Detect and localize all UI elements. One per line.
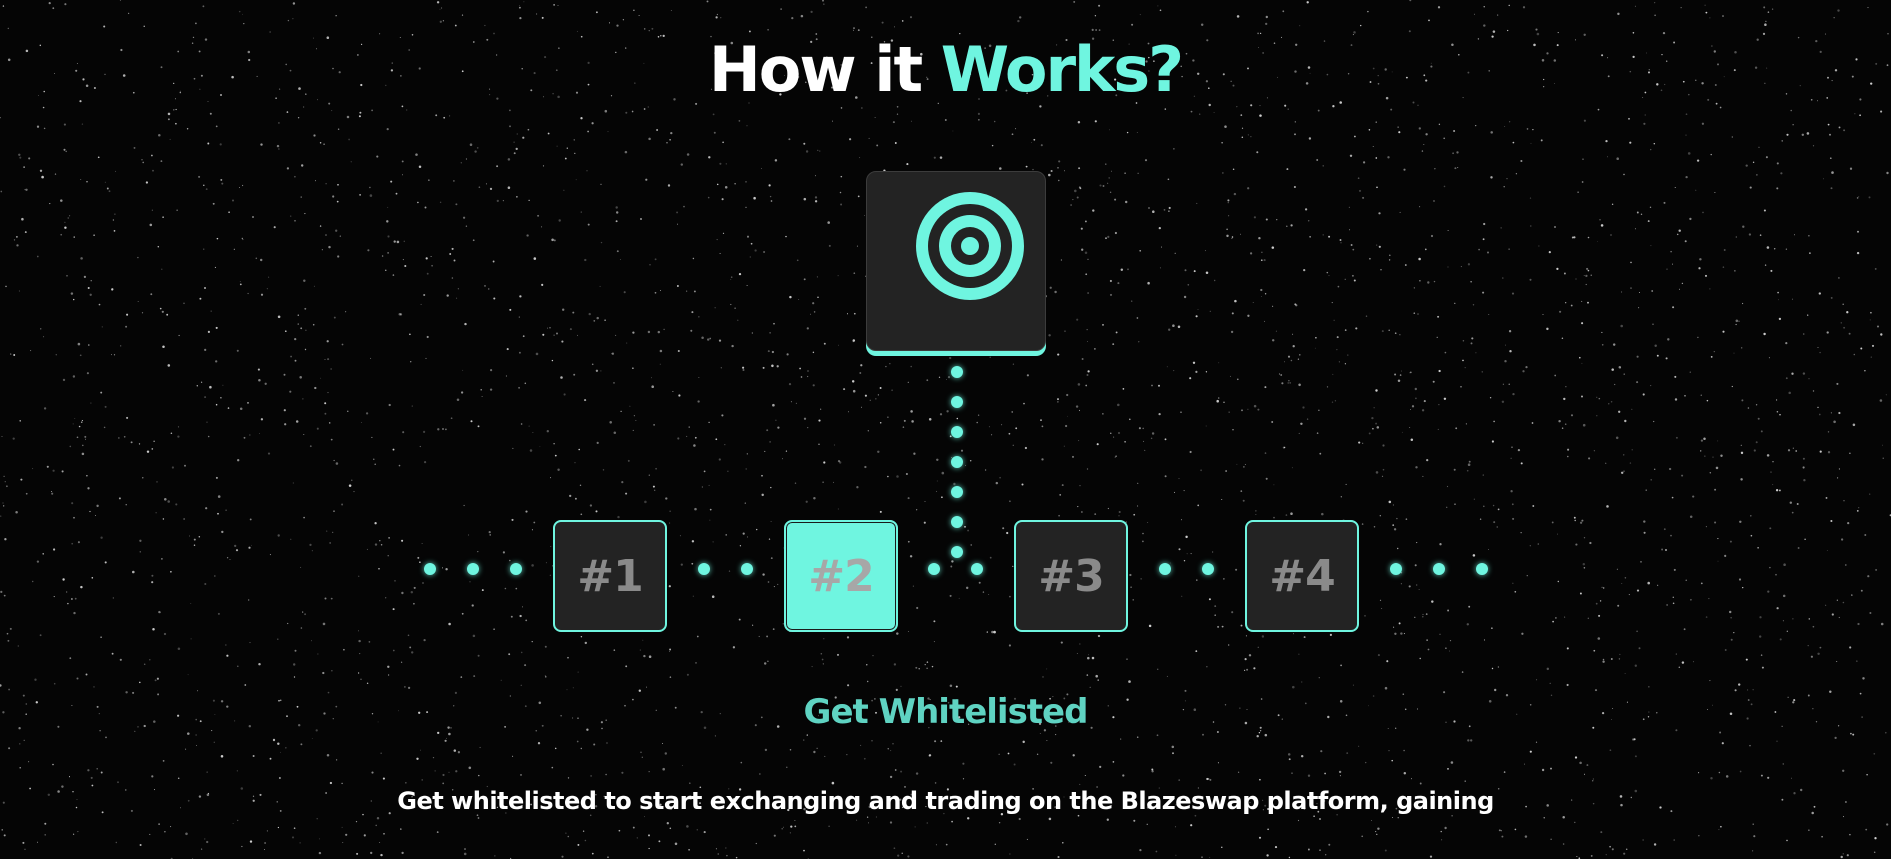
connector-dot — [951, 516, 963, 528]
connector-dot — [951, 546, 963, 558]
section-title: How it Works? — [0, 30, 1891, 110]
section-title-main: How it — [708, 33, 941, 106]
connector-dot — [1476, 563, 1488, 575]
active-step-description: Get whitelisted to start exchanging and … — [397, 787, 1494, 815]
active-step-title: Get Whitelisted — [803, 692, 1089, 732]
section-title-accent: Works? — [940, 33, 1184, 106]
featured-step-icon-box — [866, 171, 1046, 351]
connector-dot — [741, 563, 753, 575]
connector-dot — [951, 456, 963, 468]
connector-dot — [510, 563, 522, 575]
connector-dot — [1390, 563, 1402, 575]
connector-dot — [951, 486, 963, 498]
connector-dot — [698, 563, 710, 575]
connector-dot — [951, 396, 963, 408]
step-1-button[interactable]: #1 — [553, 520, 667, 632]
connector-dot — [1202, 563, 1214, 575]
connector-dot — [424, 563, 436, 575]
connector-dot — [1159, 563, 1171, 575]
target-icon — [916, 192, 1024, 300]
connector-dot — [928, 563, 940, 575]
connector-dot — [951, 426, 963, 438]
step-3-button[interactable]: #3 — [1014, 520, 1128, 632]
connector-dot — [951, 366, 963, 378]
connector-dot — [467, 563, 479, 575]
connector-dot — [1433, 563, 1445, 575]
step-4-button[interactable]: #4 — [1245, 520, 1359, 632]
step-2-button[interactable]: #2 — [784, 520, 898, 632]
connector-dot — [971, 563, 983, 575]
